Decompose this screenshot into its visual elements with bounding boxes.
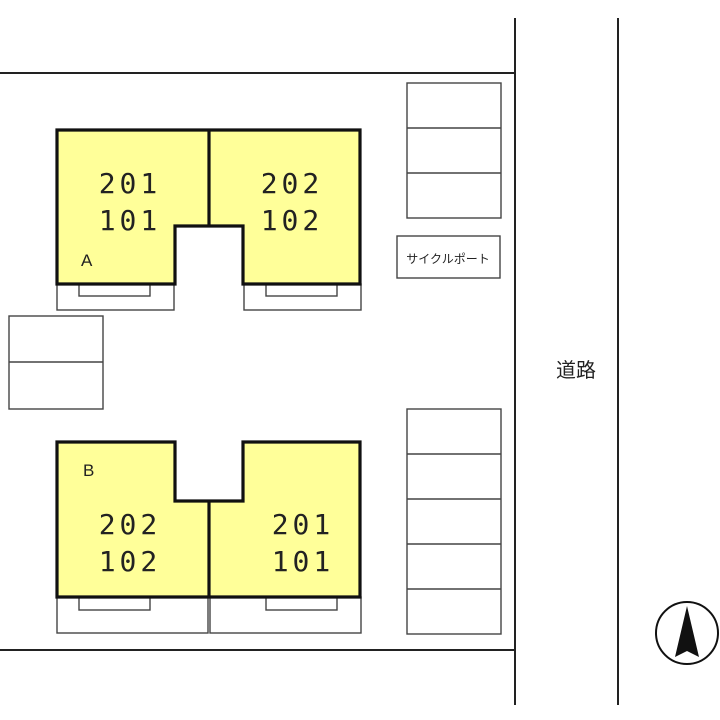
north-arrow-icon — [655, 601, 719, 665]
road-label: 道路 — [556, 358, 596, 382]
building-b-unit-201: 201 — [272, 508, 335, 541]
building-b-unit-102: 102 — [99, 545, 162, 578]
building-a-entrances — [56, 283, 362, 311]
building-b-entrances — [56, 596, 362, 634]
building-b-unit-202: 202 — [99, 508, 162, 541]
site-boundary — [0, 18, 516, 74]
parking-top-right — [406, 82, 502, 219]
cycle-port: サイクルポート — [396, 235, 501, 279]
building-b-label: B — [83, 461, 94, 480]
building-a-label: A — [81, 251, 93, 270]
site-boundary-bottom — [0, 649, 516, 705]
building-a-unit-202: 202 — [261, 167, 324, 200]
building-a — [55, 128, 362, 286]
cycle-port-label: サイクルポート — [406, 252, 489, 266]
building-a-unit-102: 102 — [261, 204, 324, 237]
building-a-unit-201: 201 — [99, 167, 162, 200]
building-b-unit-101: 101 — [272, 545, 335, 578]
building-a-unit-101: 101 — [99, 204, 162, 237]
building-b — [55, 440, 362, 599]
parking-left — [8, 315, 104, 410]
parking-bottom-right — [406, 408, 502, 635]
